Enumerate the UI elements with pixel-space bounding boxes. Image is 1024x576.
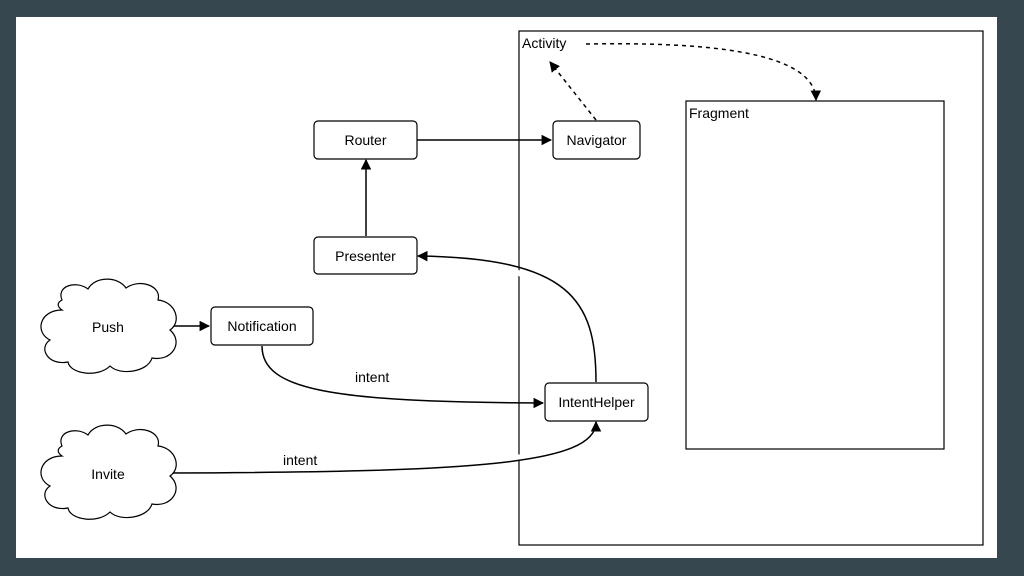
push-label: Push <box>92 319 124 335</box>
fragment-container <box>685 100 945 450</box>
navigator-label: Navigator <box>567 132 627 148</box>
intenthelper-node: IntentHelper <box>544 382 649 422</box>
invite-label: Invite <box>91 466 125 482</box>
push-cloud: Push <box>40 278 177 374</box>
navigator-node: Navigator <box>552 120 641 160</box>
router-node: Router <box>313 120 418 160</box>
invite-intent-label: intent <box>283 452 317 468</box>
notification-node: Notification <box>210 306 314 346</box>
intenthelper-to-presenter-edge <box>416 250 597 383</box>
presenter-node: Presenter <box>313 236 418 275</box>
presenter-label: Presenter <box>335 248 396 264</box>
intenthelper-label: IntentHelper <box>558 394 635 410</box>
notification-label: Notification <box>227 318 296 334</box>
activity-to-fragment-edge <box>585 43 822 102</box>
router-label: Router <box>344 132 386 148</box>
invite-to-intenthelper-edge <box>169 420 602 474</box>
notification-intent-label: intent <box>355 369 389 385</box>
activity-label: Activity <box>522 35 566 51</box>
invite-cloud: Invite <box>40 424 177 520</box>
notification-to-intenthelper-edge <box>261 345 545 409</box>
fragment-label: Fragment <box>689 105 749 121</box>
